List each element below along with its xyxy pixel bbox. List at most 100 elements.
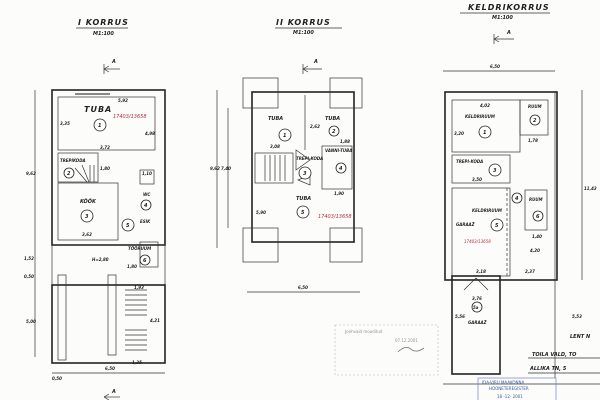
- plan-title: II KORRUS: [276, 18, 331, 27]
- plan-scale: M1:100: [492, 15, 513, 21]
- room-label: TREPI-KODA: [456, 159, 483, 164]
- room-number: 6: [536, 214, 540, 220]
- room-number: 6: [143, 258, 147, 264]
- room-label: GARAAŽ: [456, 222, 475, 227]
- dimension: 0,50: [24, 274, 34, 279]
- dimension: 3,18: [476, 269, 486, 274]
- dimension: 1,78: [528, 138, 538, 143]
- dimension: 1,80: [127, 264, 137, 269]
- room-label: TUBA: [325, 116, 340, 122]
- registry-number: 17403/13658: [318, 214, 352, 220]
- dimension: 4,20: [530, 248, 540, 253]
- dimension: 1,10: [142, 171, 152, 176]
- stamp-text: IDA-VIRU MAAKONNA: [482, 380, 525, 385]
- stamp-date: 18 -12- 2001: [497, 394, 523, 399]
- dimension: 5,53: [572, 314, 582, 319]
- room-label: VANNI-TUBA: [325, 148, 352, 153]
- dimension: 1,40: [532, 234, 542, 239]
- room-label: TUBA: [296, 196, 311, 202]
- room-number: 3: [493, 168, 497, 174]
- dimension: 5,92: [118, 98, 128, 103]
- dimension: 3,76: [472, 296, 482, 301]
- room-label: TREPI-KODA: [296, 156, 323, 161]
- title-line: LENT N: [570, 334, 591, 340]
- title-block: LENT N TOILA VALD, TO ALLIKA TN, 5: [528, 334, 600, 374]
- dimension: 6,50: [105, 366, 115, 371]
- dimension: 3,08: [270, 144, 280, 149]
- registry-number: 17403/13658: [464, 239, 491, 244]
- room-label: TUBA: [84, 105, 112, 114]
- room-label: RUUM: [528, 104, 542, 109]
- plan-scale: M1:100: [93, 31, 114, 37]
- plan-scale: M1:100: [293, 30, 314, 36]
- section-label: A: [111, 389, 116, 395]
- stamp-date: 07.12.2001: [395, 338, 418, 343]
- dimension: 1,88: [340, 139, 350, 144]
- room-number: 1: [483, 130, 486, 136]
- dimension: 4,02: [480, 103, 490, 108]
- room-number: 4: [339, 166, 343, 172]
- dimension: 3,20: [454, 131, 464, 136]
- room-number: 5: [495, 223, 499, 229]
- dimension: 0,50: [52, 376, 62, 381]
- room-number: 4: [515, 196, 519, 202]
- room-number: 2: [67, 171, 71, 177]
- section-label: A: [506, 30, 511, 36]
- plan-title: I KORRUS: [78, 18, 129, 27]
- dimension: 4,98: [145, 131, 155, 136]
- room-label: KÖÖK: [80, 198, 97, 205]
- section-label: A: [313, 59, 318, 65]
- dimension: 5,56: [455, 314, 465, 319]
- stamp-text: Joehvaid mooditud: [344, 329, 383, 334]
- dimension: 3,50: [472, 177, 482, 182]
- dimension: 1,93: [134, 285, 144, 290]
- room-label: KELDRIRUUM: [472, 208, 502, 213]
- dimension: 6,50: [298, 285, 308, 290]
- room-number: 2: [533, 118, 537, 124]
- stamp-registry: IDA-VIRU MAAKONNA HOONETEREGISTER 18 -12…: [477, 377, 557, 400]
- signature: [397, 347, 425, 353]
- dimension: 11,43: [584, 186, 597, 191]
- dimension: 9,62: [26, 171, 36, 176]
- room-number: 5: [126, 223, 130, 229]
- dimension: 9,62: [210, 166, 220, 171]
- room-number: 3: [85, 214, 89, 220]
- dimension: 1,52: [24, 256, 34, 261]
- section-arrow-icon: [103, 64, 120, 74]
- dimension: 3,72: [100, 145, 110, 150]
- plan-first-floor: I KORRUS M1:100 A TUBA 1 17403/13658 TRE…: [24, 18, 166, 400]
- dimension: 3,62: [82, 232, 92, 237]
- dimension: 1,80: [100, 166, 110, 171]
- dimension: 6,50: [490, 64, 500, 69]
- title-line: TOILA VALD, TO: [532, 352, 577, 358]
- dimension: 5,90: [256, 210, 266, 215]
- room-label: KELDRIRUUM: [465, 114, 495, 119]
- plan-basement: KELDRIKORRUS M1:100 A 6,50 KELDRIRUUM 1 …: [443, 3, 600, 385]
- room-label: RUUM: [529, 197, 543, 202]
- room-number: 2: [332, 129, 336, 135]
- dimension: 1,90: [334, 191, 344, 196]
- registry-number: 17403/13658: [113, 114, 147, 120]
- dimension: 1,35: [132, 360, 142, 365]
- room-number: 3: [303, 171, 307, 177]
- room-number: 1: [98, 123, 101, 129]
- room-label: ESIK: [140, 219, 151, 224]
- room-number: 5a: [473, 305, 479, 310]
- section-label: A: [111, 59, 116, 65]
- dimension: 5,00: [26, 319, 36, 324]
- room-label: TÖÖRUUM: [128, 246, 151, 251]
- dimension: 3,35: [60, 121, 70, 126]
- dimension: 2,37: [525, 269, 535, 274]
- room-number: 1: [283, 133, 286, 139]
- room-number: 5: [301, 210, 305, 216]
- dimension: 2,62: [310, 124, 320, 129]
- plan-title: KELDRIKORRUS: [468, 3, 550, 12]
- room-label: TREPIKODA: [60, 158, 86, 163]
- stamp-text: HOONETEREGISTER: [489, 386, 529, 391]
- room-label: WC: [143, 192, 150, 197]
- stamp-measured: Joehvaid mooditud 07.12.2001: [334, 324, 439, 376]
- dimension: H=2,80: [92, 257, 109, 262]
- dimension: 4,21: [150, 318, 160, 323]
